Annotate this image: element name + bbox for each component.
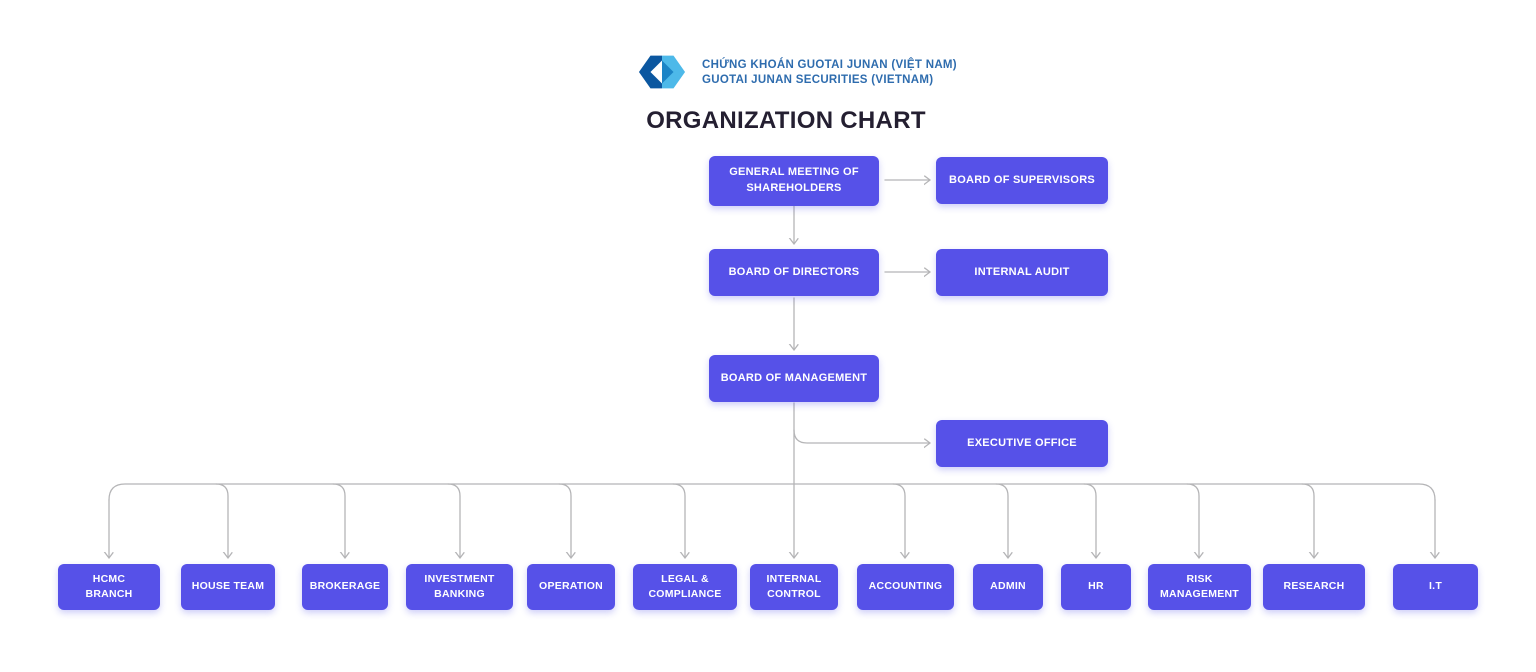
node-executive-office: EXECUTIVE OFFICE: [936, 420, 1108, 467]
node-operation: OPERATION: [527, 564, 615, 610]
company-logo-icon: [638, 55, 686, 89]
node-it: I.T: [1393, 564, 1478, 610]
node-hr: HR: [1061, 564, 1131, 610]
brand-line-vietnamese: CHỨNG KHOÁN GUOTAI JUNAN (VIỆT NAM): [702, 59, 957, 71]
node-board-of-supervisors: BOARD OF SUPERVISORS: [936, 157, 1108, 204]
node-internal-control: INTERNAL CONTROL: [750, 564, 838, 610]
node-admin: ADMIN: [973, 564, 1043, 610]
node-investment-banking: INVESTMENT BANKING: [406, 564, 513, 610]
node-board-of-management: BOARD OF MANAGEMENT: [709, 355, 879, 402]
node-house-team: HOUSE TEAM: [181, 564, 275, 610]
node-risk-management: RISK MANAGEMENT: [1148, 564, 1251, 610]
node-legal-compliance: LEGAL & COMPLIANCE: [633, 564, 737, 610]
page-title: ORGANIZATION CHART: [646, 107, 926, 134]
node-accounting: ACCOUNTING: [857, 564, 954, 610]
node-general-meeting-of-shareholders: GENERAL MEETING OF SHAREHOLDERS: [709, 156, 879, 206]
node-research: RESEARCH: [1263, 564, 1365, 610]
node-board-of-directors: BOARD OF DIRECTORS: [709, 249, 879, 296]
node-hcmc-branch: HCMC BRANCH: [58, 564, 160, 610]
brand-text: CHỨNG KHOÁN GUOTAI JUNAN (VIỆT NAM) GUOT…: [702, 58, 957, 88]
brand-line-english: GUOTAI JUNAN SECURITIES (VIETNAM): [702, 74, 934, 86]
node-brokerage: BROKERAGE: [302, 564, 388, 610]
node-internal-audit: INTERNAL AUDIT: [936, 249, 1108, 296]
